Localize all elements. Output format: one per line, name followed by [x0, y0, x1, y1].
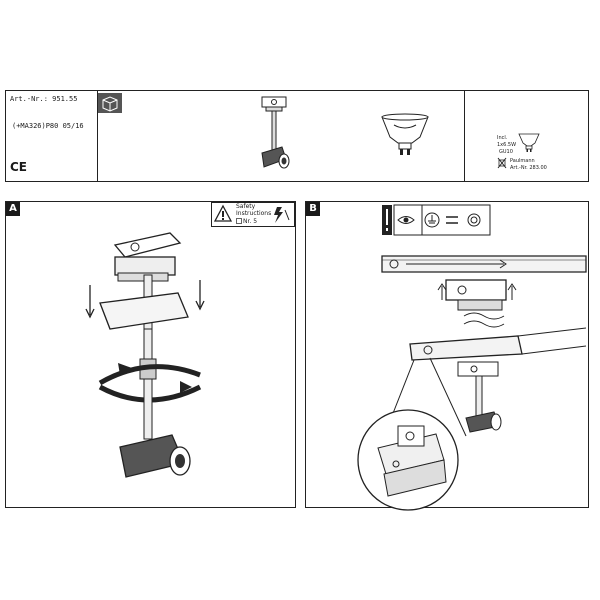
bulb-incl: Incl. — [497, 135, 508, 141]
bulb-socket: GU10 — [499, 149, 513, 155]
panel-b — [305, 201, 589, 508]
safety-box — [211, 202, 295, 227]
panel-a — [5, 201, 296, 508]
warning-icon — [213, 204, 233, 222]
ce-mark: CE — [10, 160, 28, 174]
package-icon — [98, 93, 122, 113]
panel-a-label: A — [6, 202, 20, 216]
header-divider-1 — [97, 90, 98, 182]
safety-subtitle: Instructions — [236, 210, 272, 217]
safety-title: Safety — [236, 203, 256, 210]
book-icon — [236, 218, 242, 224]
spotlight-product-drawing — [261, 96, 290, 169]
bulb-brand: Paulmann — [510, 158, 535, 164]
pictogram-icon — [497, 157, 507, 169]
model-code: (+MA326)P80 05/16 — [12, 122, 84, 130]
bulb-drawing — [381, 113, 429, 155]
panel-b-assembly-drawing — [357, 255, 587, 511]
bulb-watt: 1x6.5W — [497, 142, 517, 148]
header-divider-2 — [464, 90, 465, 182]
safety-number: Nr. 5 — [243, 218, 258, 225]
ground-warning-strip — [382, 204, 491, 236]
article-number: Art.-Nr.: 951.55 — [10, 95, 78, 103]
panel-a-assembly-drawing — [85, 232, 205, 478]
small-bulb-icon — [518, 133, 540, 152]
lightning-icon — [274, 207, 290, 223]
bulb-art-number: Art.-Nr. 283.00 — [510, 165, 547, 171]
panel-b-label: B — [306, 202, 320, 216]
header-strip — [5, 90, 589, 182]
